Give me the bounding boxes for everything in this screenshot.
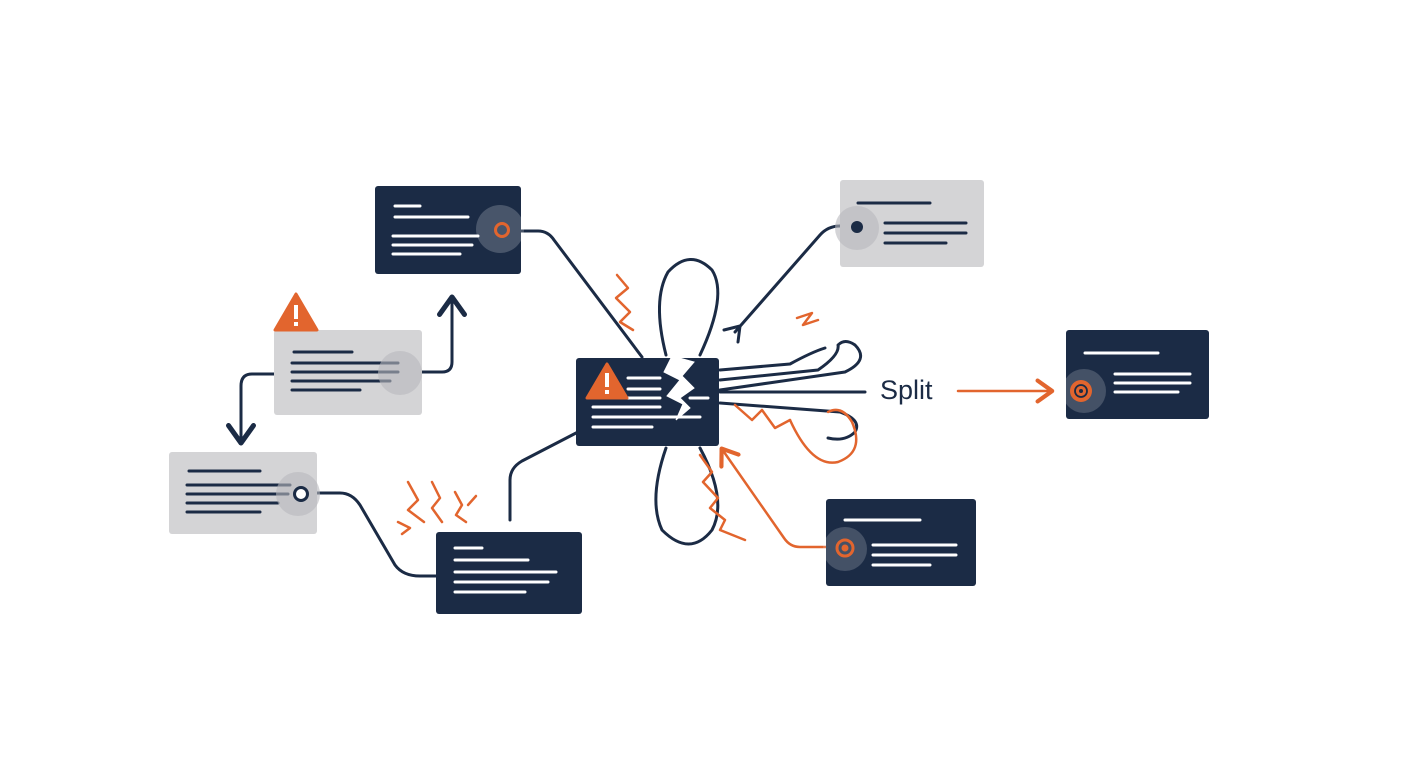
- loop-top: [658, 258, 720, 357]
- connector-bottom-central: [508, 430, 580, 522]
- connector-left-to-topleft: [400, 294, 467, 374]
- port-halo: [476, 205, 524, 253]
- connector-central-topright: [733, 224, 859, 334]
- connector-bottomright-central: [719, 446, 838, 549]
- lightning-icon: [406, 480, 426, 524]
- text-lines: [391, 204, 480, 256]
- crack-icon: [663, 355, 695, 421]
- node-bottom-center[interactable]: [436, 532, 582, 614]
- text-lines: [453, 546, 558, 594]
- split-label: Split: [880, 375, 933, 405]
- node-left-warning[interactable]: [273, 292, 422, 415]
- node-top-left[interactable]: [375, 186, 524, 274]
- node-central[interactable]: [576, 355, 719, 446]
- lightning-sparks: [396, 273, 820, 542]
- orange-loop-right: [788, 408, 858, 464]
- lightning-icon: [466, 494, 478, 507]
- lightning-icon: [396, 520, 412, 536]
- lightning-icon: [614, 273, 635, 332]
- card-body: [576, 358, 719, 446]
- fan-line-1: [718, 340, 863, 392]
- warning-icon: [273, 292, 319, 332]
- fan-line-4: [718, 346, 827, 372]
- lightning-icon: [453, 490, 468, 524]
- connector-port-icon[interactable]: [851, 221, 863, 233]
- warning-icon: [585, 362, 629, 400]
- text-lines: [843, 518, 958, 567]
- loop-bottom: [654, 446, 720, 546]
- connector-port-icon[interactable]: [293, 486, 309, 502]
- lightning-icon: [698, 453, 747, 542]
- lightning-icon: [795, 311, 820, 327]
- text-lines: [185, 469, 292, 514]
- port-center: [841, 544, 849, 552]
- node-split-result[interactable]: [1062, 330, 1209, 419]
- card-body: [375, 186, 521, 274]
- target-icon[interactable]: [1070, 380, 1092, 402]
- port-halo: [378, 351, 422, 395]
- text-lines: [856, 201, 968, 245]
- text-lines: [1083, 351, 1192, 394]
- lightning-icon: [430, 480, 444, 524]
- connector-topright-arrowhead: [722, 324, 742, 344]
- node-top-right[interactable]: [835, 180, 984, 267]
- connector-port-icon[interactable]: [835, 538, 855, 558]
- orange-connectors: [719, 378, 1055, 549]
- connector-topleft-central: [506, 229, 644, 359]
- connector-farleft-bottom: [309, 491, 438, 578]
- node-far-left[interactable]: [169, 452, 320, 534]
- connector-port-icon[interactable]: [494, 222, 510, 238]
- connector-left-to-farleft: [226, 372, 277, 446]
- text-lines: [591, 376, 710, 429]
- lightning-icon: [733, 403, 792, 430]
- node-bottom-right[interactable]: [823, 499, 976, 586]
